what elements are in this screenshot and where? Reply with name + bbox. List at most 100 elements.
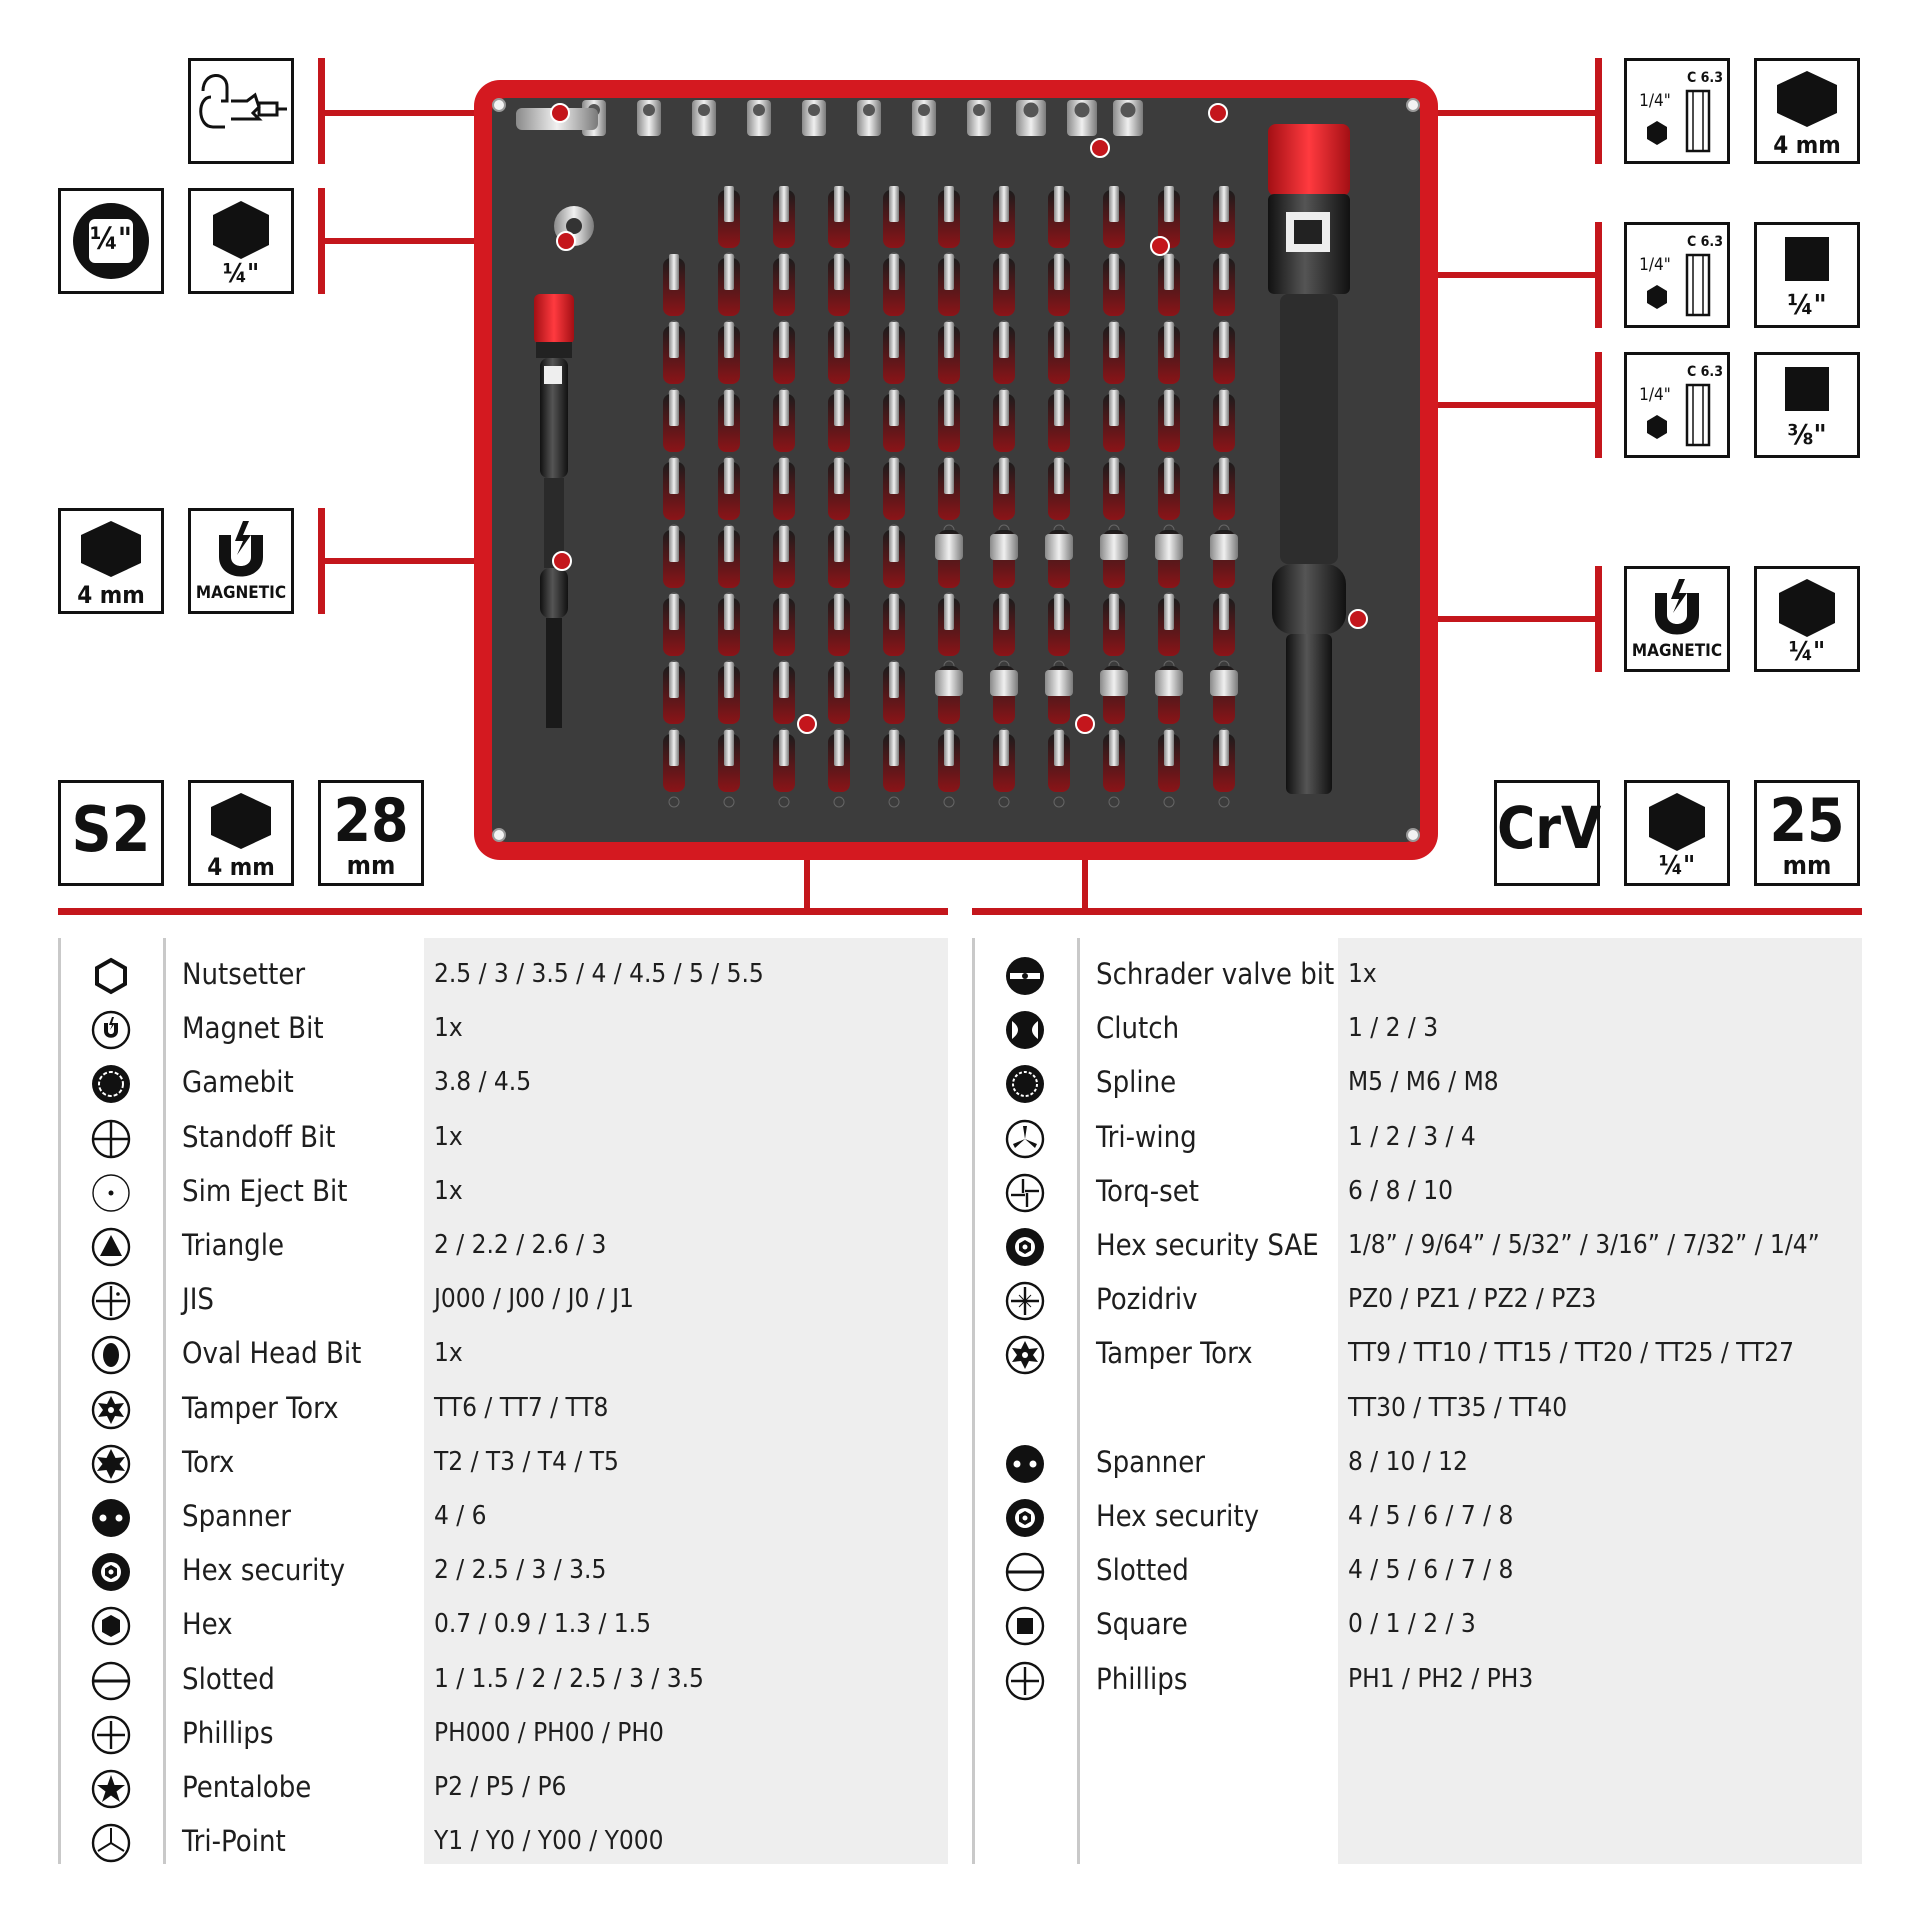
spline-icon [1004, 1063, 1046, 1105]
phillips-icon [1004, 1660, 1046, 1702]
length-unit: mm [1782, 851, 1832, 881]
socket-bit [935, 534, 963, 560]
callout-dot [1090, 138, 1110, 158]
precision-bit [1109, 594, 1119, 630]
callout-dot [556, 231, 576, 251]
precision-bit [1164, 322, 1174, 358]
tri-wing-icon [1004, 1118, 1046, 1160]
material-label: S2 [71, 793, 151, 866]
bit-type-name: Standoff Bit [182, 1119, 336, 1154]
hex-size-label: ¼" [222, 259, 260, 289]
tray-contents [516, 100, 1350, 808]
bit-type-marking [723, 796, 735, 808]
hexagon-icon [1777, 71, 1837, 127]
precision-bit [889, 662, 899, 698]
bit-type-name: Pentalobe [182, 1770, 312, 1804]
precision-bit [669, 594, 679, 630]
table-row: Schrader valve bit 1x [972, 948, 1862, 1002]
socket-opening [1074, 102, 1090, 118]
bit-type-name: Tamper Torx [182, 1390, 339, 1425]
precision-bit [999, 322, 1009, 358]
precision-bit [1219, 322, 1229, 358]
callout-dot [1348, 609, 1368, 629]
pozidriv-icon [1004, 1280, 1046, 1322]
bit-type-marking [888, 796, 900, 808]
bit-type-name: Square [1096, 1607, 1188, 1642]
bit-type-name: Sim Eject Bit [182, 1173, 348, 1208]
hex-socket-outline-icon [90, 955, 132, 997]
precision-bit [724, 730, 734, 766]
bit-type-name: Hex [182, 1607, 233, 1642]
hook-tool-box [188, 58, 294, 164]
hex-quarter-handle-box: ¼" [1754, 566, 1860, 672]
socket-bit [935, 670, 963, 696]
hex-size-label: 4 mm [207, 853, 275, 881]
small-handle-body [540, 358, 568, 478]
sizes-column [424, 938, 948, 1864]
bit-sizes: 1x [1348, 959, 1377, 989]
square-icon [1004, 1605, 1046, 1647]
bit-sizes: 1x [434, 1338, 463, 1369]
slotted-icon [1004, 1551, 1046, 1593]
precision-bit [889, 526, 899, 562]
callout-dot [1075, 714, 1095, 734]
connector-line [318, 110, 560, 116]
magnetic-large-handle-box: MAGNETIC [1624, 566, 1730, 672]
bit-sizes: 1 / 2 / 3 [1348, 1013, 1439, 1044]
gamebit-icon [90, 1063, 132, 1105]
bit-type-name: Phillips [182, 1715, 274, 1750]
socket-adapter-icon [1647, 253, 1711, 317]
callout-dot [552, 551, 572, 571]
precision-bit [1109, 458, 1119, 494]
socket-opening [643, 104, 655, 116]
adapter-3-box: C 6.3 1/4" [1624, 352, 1730, 458]
bit-type-name: Magnet Bit [182, 1011, 324, 1046]
nutsetter-socket [967, 100, 991, 136]
bit-sizes: 4 / 5 / 6 / 7 / 8 [1348, 1501, 1514, 1531]
socket-bit [1210, 670, 1238, 696]
precision-bit [1164, 730, 1174, 766]
precision-bit [669, 390, 679, 426]
square-quarter-box: ¼" [1754, 222, 1860, 328]
pentalobe-icon [90, 1768, 132, 1810]
nutsetter-socket [637, 100, 661, 136]
bit-type-name: Tri-wing [1096, 1119, 1197, 1154]
nutsetter-socket [1016, 100, 1046, 136]
table-right-top-rule [972, 908, 1862, 915]
clutch-icon [1004, 1009, 1046, 1051]
bit-type-name: Triangle [182, 1228, 285, 1262]
hex-security-icon [90, 1551, 132, 1593]
socket-opening [863, 104, 875, 116]
bit-type-marking [1108, 796, 1120, 808]
adapter-spec: C 6.3 [1687, 364, 1723, 380]
bit-type-name: Hex security [182, 1553, 346, 1588]
precision-bit [779, 594, 789, 630]
bit-type-marking [1218, 796, 1230, 808]
bit-type-name: Schrader valve bit [1096, 957, 1335, 991]
hex-size-label: ¼" [1658, 851, 1696, 881]
precision-bit [724, 254, 734, 290]
nutsetter-socket [1113, 100, 1143, 136]
precision-bit [669, 526, 679, 562]
bit-sizes: 0 / 1 / 2 / 3 [1348, 1609, 1476, 1640]
precision-bit [669, 458, 679, 494]
socket-bit [1210, 534, 1238, 560]
nutsetter-socket [857, 100, 881, 136]
hex-4mm-handle-box: 4 mm [58, 508, 164, 614]
hex-quarter-bits-box: ¼" [1624, 780, 1730, 886]
socket-opening [698, 104, 710, 116]
precision-bit [1109, 322, 1119, 358]
bit-type-name: Pozidriv [1096, 1282, 1198, 1317]
large-handle-shaft [1286, 634, 1332, 794]
hexagon-icon [211, 793, 271, 849]
adapter-2-box: C 6.3 1/4" [1624, 222, 1730, 328]
hexagon-icon [213, 201, 269, 259]
